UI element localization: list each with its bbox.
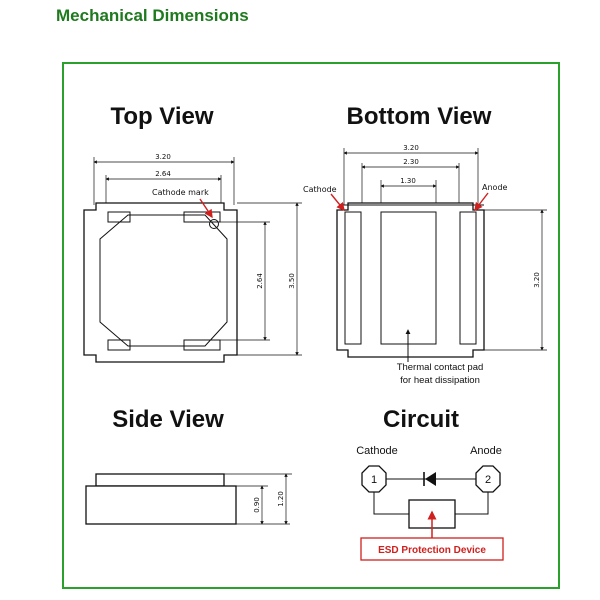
pin-1-label: 1 [371,474,377,486]
side-dim-total-label: 1.20 [277,491,285,507]
top-pad-bl [107,339,131,351]
bottom-dim-height: 3.20 [484,209,547,351]
bottom-cathode-pad [344,211,362,345]
top-dim-width: 3.20 [93,153,235,205]
circuit-anode-label: Anode [470,445,502,457]
pin-2-label: 2 [485,474,491,486]
bottom-dim-width: 3.20 [343,144,479,205]
pin-2-terminal: 2 [475,465,501,493]
top-view: Top View 3.20 2.64 Cathode mark [83,103,302,363]
top-dim-inner-width-label: 2.64 [155,170,171,178]
top-view-title: Top View [110,103,213,130]
pin-1-terminal: 1 [361,465,387,493]
thermal-pad-note-line1: Thermal contact pad [397,362,484,373]
bottom-view-title: Bottom View [347,103,492,130]
top-lens-outline [99,214,228,347]
side-dim-total: 1.20 [224,473,292,525]
top-pad-tl [107,211,131,223]
top-cathode-mark-label: Cathode mark [152,188,209,197]
bottom-package-outline [336,202,485,358]
bottom-dim-width-label: 3.20 [403,144,419,152]
circuit-left-wire [373,492,409,515]
top-dim-width-label: 3.20 [155,153,171,161]
top-dim-inner-height-label: 2.64 [256,273,264,289]
bottom-dim-pad-span-label: 2.30 [403,158,419,166]
bottom-cathode-arrow [330,193,345,212]
bottom-anode-pad [459,211,477,345]
side-dim-body-label: 0.90 [253,497,261,513]
cathode-mark-circle [209,219,219,229]
bottom-anode-label: Anode [482,183,508,192]
drawing-frame [62,62,560,589]
top-pad-tr [183,211,221,223]
circuit: Circuit Cathode Anode 1 2 ESD Protection… [356,406,504,561]
side-view-title: Side View [112,406,224,433]
thermal-pad-note-line2: for heat dissipation [400,375,480,386]
diode-symbol-icon [423,472,436,486]
esd-label-box [360,537,504,561]
top-dim-height: 3.50 [237,202,302,356]
circuit-cathode-label: Cathode [356,445,398,457]
cathode-mark-arrow [199,198,213,219]
bottom-dim-height-label: 3.20 [533,272,541,288]
top-pad-br [183,339,221,351]
side-dim-body: 0.90 [236,485,290,525]
top-package-outline [83,202,238,363]
circuit-title: Circuit [383,406,459,433]
side-lens-outline [95,473,225,487]
top-dim-inner-height: 2.64 [220,221,270,341]
bottom-dim-pad-width-label: 1.30 [400,177,416,185]
page-heading: Mechanical Dimensions [56,6,249,25]
side-view: Side View 0.90 1.20 [85,406,292,525]
top-dim-height-label: 3.50 [288,273,296,289]
bottom-view: Bottom View 3.20 2.30 1.30 Catho [303,103,547,386]
bottom-cathode-label: Cathode [303,185,337,194]
circuit-right-wire [455,492,489,515]
esd-label: ESD Protection Device [378,545,486,556]
side-body-outline [85,485,237,525]
bottom-anode-arrow [474,192,489,212]
